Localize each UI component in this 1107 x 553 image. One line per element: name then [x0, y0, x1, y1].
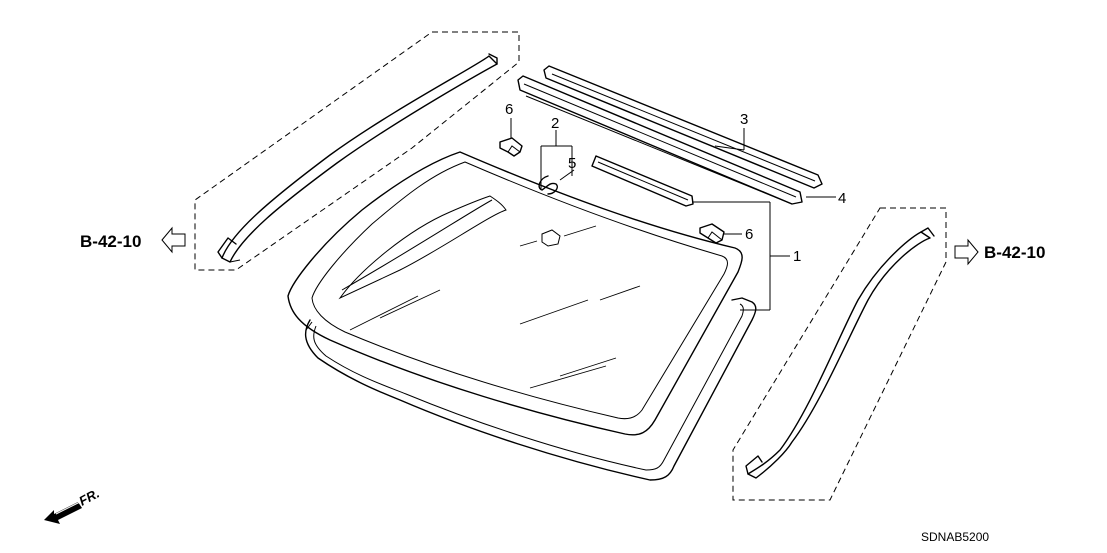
- right-pillar-molding-group: [732, 207, 947, 501]
- callout-6-upper: 6: [505, 101, 513, 118]
- windshield-shade-band: [338, 195, 507, 300]
- windshield-glass: [287, 151, 743, 436]
- right-pillar-dashed-box: [732, 207, 947, 501]
- callout-2: 2: [551, 115, 559, 132]
- left-ref-arrow-group[interactable]: B-42-10: [80, 226, 186, 254]
- left-pillar-dashed-box: [194, 31, 520, 271]
- right-reference-label: B-42-10: [984, 243, 1045, 262]
- callout-1: 1: [793, 248, 801, 265]
- left-reference-label: B-42-10: [80, 232, 141, 251]
- clip-upper-icon: [499, 137, 523, 157]
- right-ref-arrow-group[interactable]: B-42-10: [954, 238, 1045, 266]
- callout-3: 3: [740, 111, 748, 128]
- short-molding-strip: [591, 155, 694, 207]
- front-direction-indicator: FR.: [44, 486, 102, 524]
- diagram-code: SDNAB5200: [921, 530, 989, 544]
- upper-molding-strip: [543, 65, 823, 189]
- clip-upper: [499, 137, 523, 157]
- callout-4: 4: [838, 190, 846, 207]
- callout-5: 5: [568, 155, 576, 172]
- windshield-outer-edge: [287, 151, 743, 436]
- right-arrow-icon: [954, 238, 979, 266]
- left-pillar-molding-group: [194, 31, 520, 271]
- leader-lines: [510, 118, 836, 311]
- callout-6-lower: 6: [745, 226, 753, 243]
- front-label: FR.: [76, 486, 102, 509]
- mirror-mount: [541, 229, 561, 247]
- upper-strips: [517, 65, 823, 205]
- left-pillar-molding: [221, 55, 498, 263]
- clip-lower-icon: [699, 223, 725, 244]
- windshield-seal-outer: [304, 297, 757, 481]
- clip-lower: [699, 223, 725, 244]
- windshield-seal: [304, 297, 757, 481]
- windshield-seal-inner: [313, 303, 744, 471]
- left-arrow-icon: [161, 226, 186, 254]
- windshield-inner-edge: [311, 161, 728, 420]
- front-arrow-icon: [44, 502, 82, 524]
- short-strip: [591, 155, 694, 207]
- right-pillar-molding: [747, 231, 931, 479]
